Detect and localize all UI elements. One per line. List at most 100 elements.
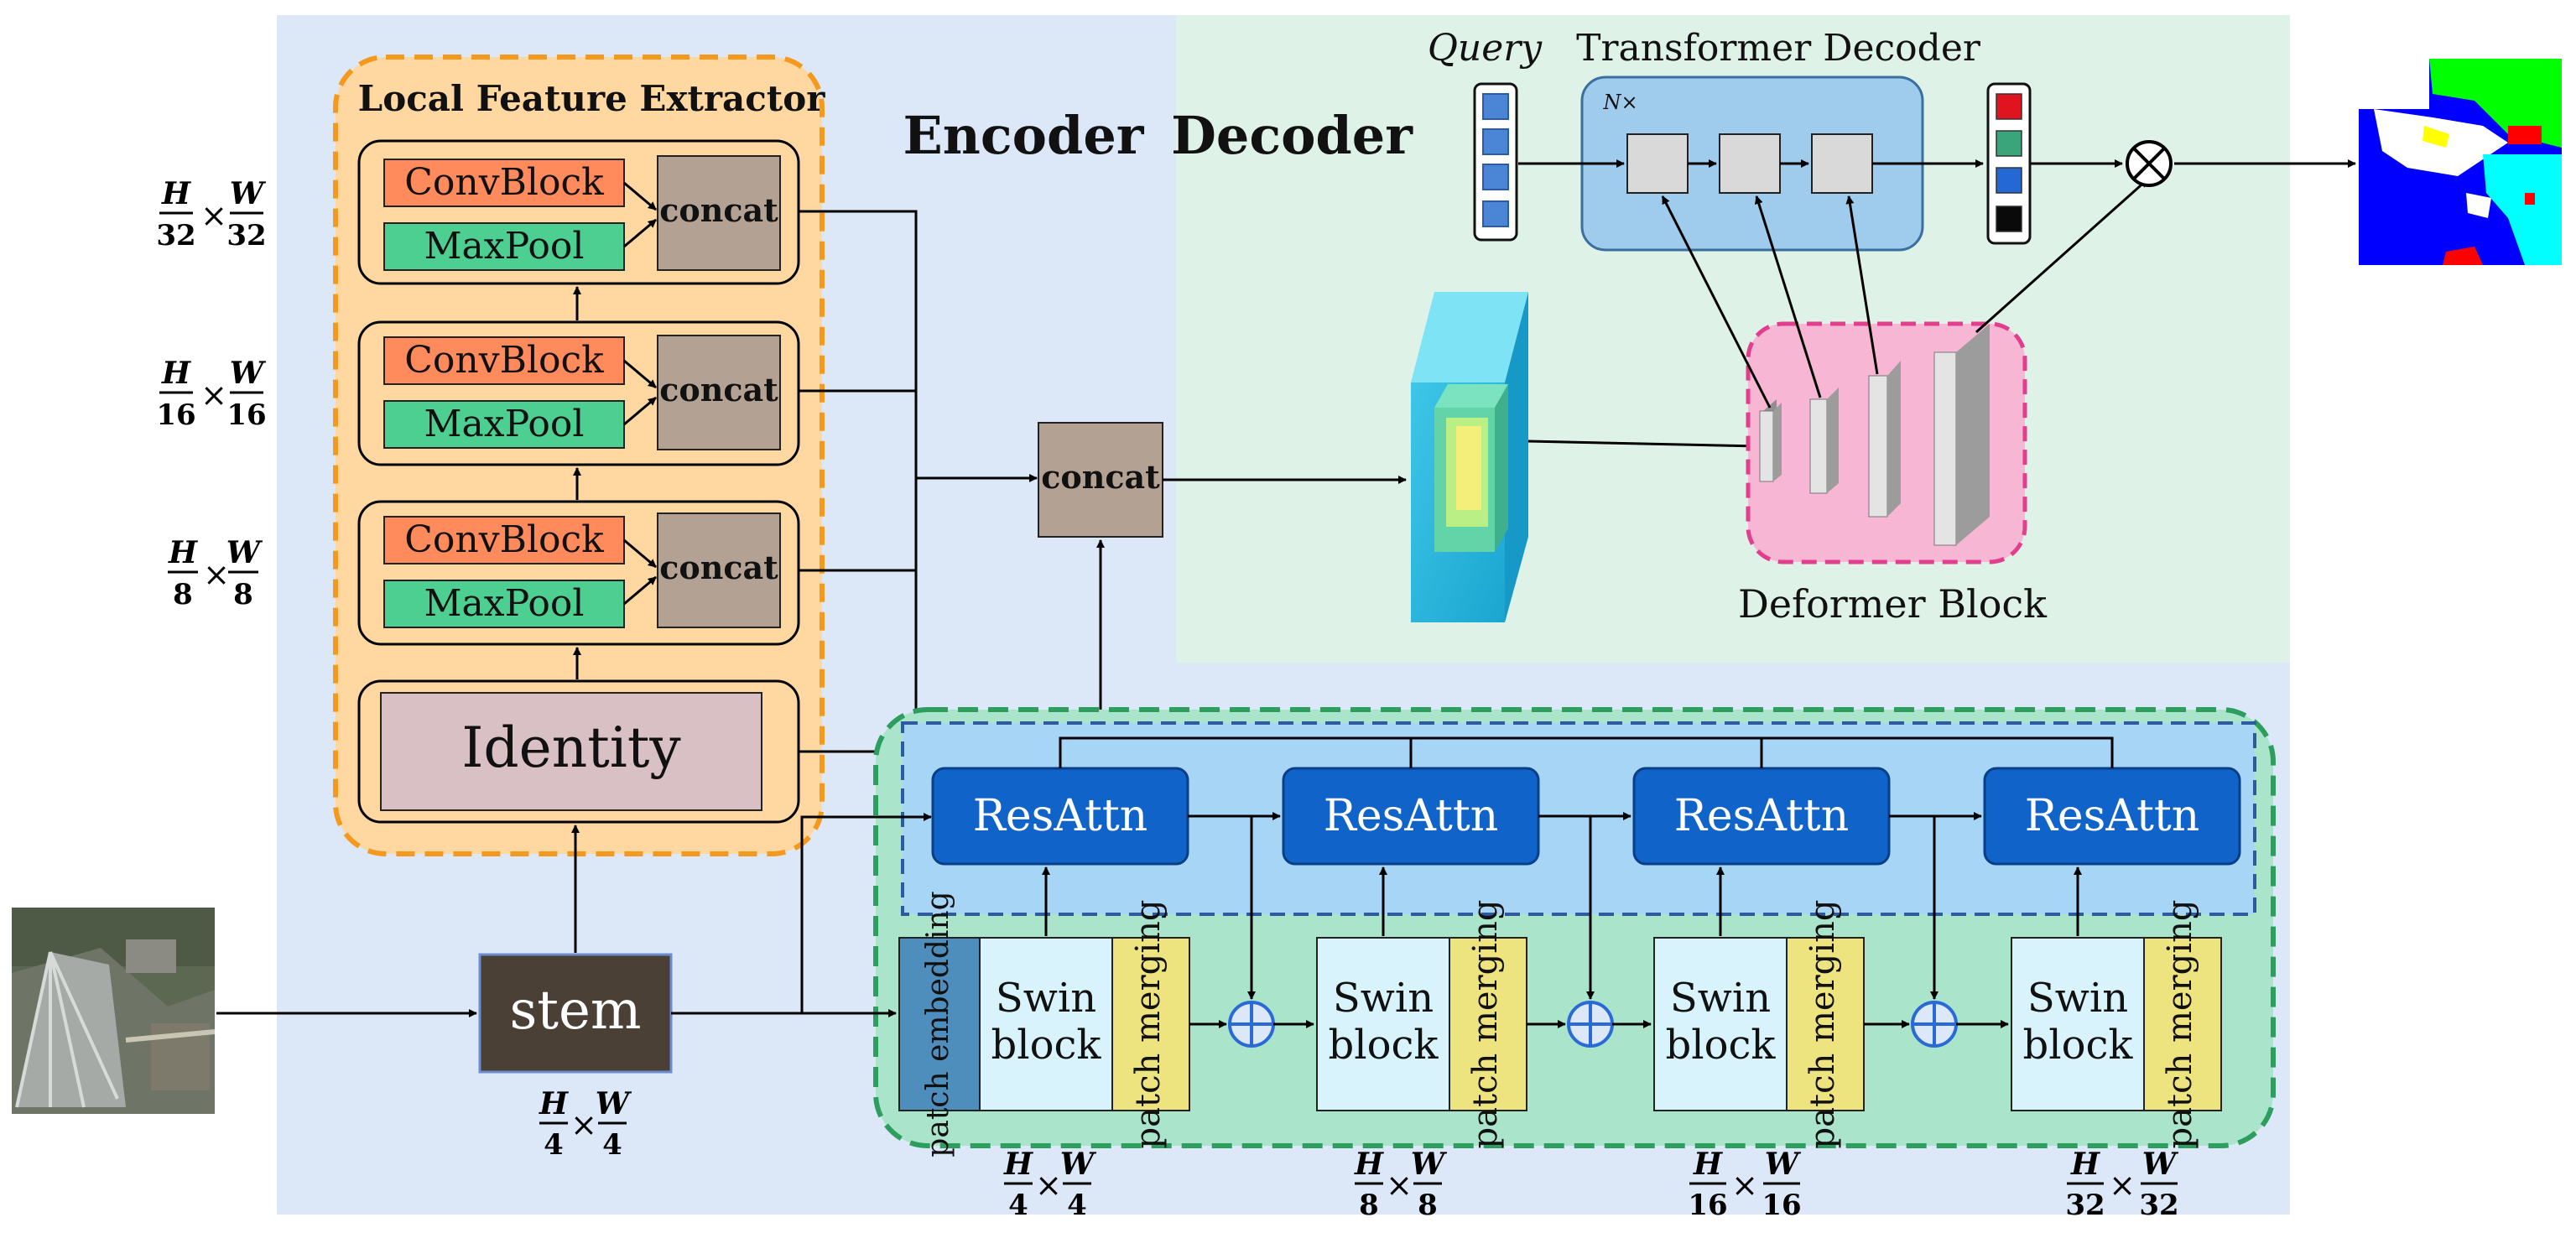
- svg-text:W: W: [1411, 1147, 1448, 1182]
- convblock-label: ConvBlock: [404, 339, 604, 382]
- scale-label-32: H 32 × W 32: [156, 176, 266, 252]
- lfe-title: Local Feature Extractor: [358, 78, 826, 119]
- convblock-box: [383, 336, 625, 385]
- scale-label-8: H 8 × W 8: [168, 535, 263, 611]
- fused-feature-map: [1411, 292, 1528, 622]
- nx-label: N×: [1602, 91, 1637, 114]
- svg-text:H: H: [1354, 1147, 1384, 1182]
- svg-text:4: 4: [544, 1128, 564, 1162]
- scale-label-stem: H 4 × W 4: [539, 1086, 632, 1162]
- deformer-block-label: Deformer Block: [1738, 581, 2048, 627]
- center-concat-label: concat: [1041, 458, 1160, 496]
- svg-text:W: W: [596, 1086, 632, 1121]
- resattn-2: ResAttn: [1282, 767, 1540, 866]
- svg-text:Swin: Swin: [2027, 975, 2128, 1022]
- maxpool-box: [383, 580, 625, 628]
- maxpool-box: [383, 400, 625, 449]
- svg-text:8: 8: [173, 578, 193, 611]
- add-node-2: [1567, 1001, 1614, 1048]
- add-node-1: [1228, 1001, 1275, 1048]
- decoder-layers: [1626, 133, 1873, 194]
- patch-merging-box: [2143, 937, 2222, 1111]
- concat-label: concat: [659, 371, 778, 408]
- svg-text:W: W: [230, 176, 267, 211]
- svg-text:ResAttn: ResAttn: [1324, 791, 1499, 841]
- lfe-level-32: ConvBlock MaxPool concat: [357, 139, 800, 285]
- svg-text:Swin: Swin: [996, 975, 1096, 1022]
- input-aerial-image: [12, 908, 216, 1114]
- add-node-3: [1911, 1001, 1958, 1048]
- identity-box: [380, 692, 762, 811]
- svg-text:H: H: [168, 535, 198, 570]
- svg-text:Swin: Swin: [1333, 975, 1434, 1022]
- svg-text:patch merging: patch merging: [1466, 900, 1505, 1149]
- lfe-identity: Identity: [357, 679, 800, 824]
- svg-text:W: W: [230, 356, 267, 391]
- svg-text:patch merging: patch merging: [2161, 900, 2199, 1149]
- patch-merging-box: [1786, 937, 1865, 1111]
- stem-label: stem: [509, 980, 641, 1042]
- convblock-label: ConvBlock: [404, 161, 604, 204]
- stage-1: patch embedding Swin block patch merging: [898, 891, 1190, 1158]
- resattn-3: ResAttn: [1632, 767, 1891, 866]
- maxpool-box: [383, 222, 625, 271]
- svg-text:patch merging: patch merging: [1803, 900, 1842, 1149]
- scale-label-stage-3: H 16 × W 16: [1688, 1147, 1801, 1222]
- svg-text:16: 16: [1688, 1189, 1727, 1222]
- scale-label-16: H 16 × W 16: [156, 356, 266, 432]
- deformer-bars: [1759, 324, 1990, 546]
- svg-text:8: 8: [1359, 1189, 1379, 1222]
- maxpool-label: MaxPool: [424, 225, 585, 268]
- svg-text:32: 32: [2139, 1189, 2178, 1222]
- svg-text:H: H: [2070, 1147, 2100, 1182]
- concat-label: concat: [659, 549, 778, 586]
- svg-text:×: ×: [200, 197, 227, 234]
- scale-label-stage-1: H 4 × W 4: [1003, 1147, 1097, 1222]
- patch-merging-box: [1449, 937, 1527, 1111]
- svg-text:ResAttn: ResAttn: [2025, 791, 2200, 841]
- svg-text:×: ×: [203, 556, 230, 593]
- scale-label-stage-2: H 8 × W 8: [1354, 1147, 1448, 1222]
- concat-box: [657, 155, 781, 271]
- svg-text:H: H: [539, 1086, 569, 1121]
- patch-merging-label: patch merging: [1129, 900, 1168, 1149]
- stage-4: Swin block patch merging: [2011, 900, 2222, 1149]
- stage-2: Swin block patch merging: [1316, 900, 1527, 1149]
- svg-text:H: H: [161, 176, 191, 211]
- class-embeddings: [1986, 82, 2032, 245]
- svg-text:W: W: [226, 535, 263, 570]
- stage-3: Swin block patch merging: [1653, 900, 1865, 1149]
- scale-label-stage-4: H 32 × W 32: [2065, 1147, 2178, 1222]
- svg-text:×: ×: [200, 377, 227, 414]
- decoder-title: Decoder: [1171, 105, 1413, 166]
- svg-text:W: W: [1060, 1147, 1097, 1182]
- convblock-box: [383, 159, 625, 207]
- svg-text:4: 4: [1067, 1189, 1087, 1222]
- maxpool-label: MaxPool: [424, 582, 585, 625]
- svg-text:H: H: [1003, 1147, 1033, 1182]
- patch-embedding-box: [898, 937, 981, 1111]
- svg-text:block: block: [2023, 1022, 2134, 1069]
- svg-text:4: 4: [1008, 1189, 1028, 1222]
- concat-box: [657, 512, 781, 628]
- svg-text:4: 4: [602, 1128, 622, 1162]
- convblock-label: ConvBlock: [404, 518, 604, 561]
- local-feature-extractor: Local Feature Extractor ConvBlock MaxPoo…: [333, 55, 826, 856]
- svg-text:H: H: [161, 356, 191, 391]
- svg-text:ResAttn: ResAttn: [973, 791, 1148, 841]
- svg-text:block: block: [991, 1022, 1102, 1069]
- swin-block-box: [1653, 937, 1788, 1111]
- svg-text:ResAttn: ResAttn: [1674, 791, 1850, 841]
- maxpool-label: MaxPool: [424, 403, 585, 445]
- lfe-level-8: ConvBlock MaxPool concat: [357, 500, 800, 646]
- svg-text:block: block: [1666, 1022, 1777, 1069]
- svg-text:Swin: Swin: [1670, 975, 1771, 1022]
- svg-text:16: 16: [226, 398, 266, 432]
- svg-text:16: 16: [156, 398, 195, 432]
- svg-text:32: 32: [2065, 1189, 2105, 1222]
- swin-block-box: [2011, 937, 2145, 1111]
- svg-text:W: W: [1765, 1147, 1802, 1182]
- svg-text:8: 8: [1418, 1189, 1438, 1222]
- query-tokens: [1473, 82, 1518, 242]
